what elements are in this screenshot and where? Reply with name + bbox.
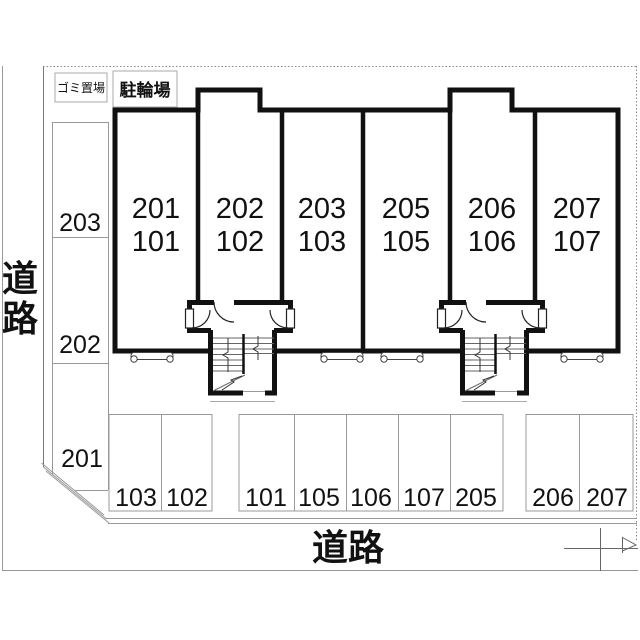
parking-space-label: 101 — [245, 484, 287, 512]
parking-space-label: 102 — [166, 484, 208, 512]
unit-label-upper: 203 — [298, 193, 346, 225]
unit-label-upper: 206 — [468, 193, 516, 225]
entrance-porch-105 — [380, 352, 424, 363]
building — [112, 87, 621, 354]
entrance-porch-107 — [560, 352, 604, 363]
parking-space-label: 205 — [455, 484, 497, 512]
entrance-porch-103 — [320, 352, 364, 363]
parking-space-label: 203 — [59, 209, 101, 237]
facility-boxes: ゴミ置場 駐輪場 — [54, 70, 178, 108]
site-boundary — [2, 66, 638, 571]
unit-label-lower: 102 — [216, 226, 264, 258]
road-label-bottom: 道路 — [312, 527, 385, 568]
corner-diagonal-2 — [43, 466, 107, 520]
parking-row-bottom-labels: 103 102 101 105 106 107 205 206 207 — [115, 484, 628, 512]
parking-space-label: 106 — [350, 484, 392, 512]
unit-labels: 201 101 202 102 203 103 205 105 206 106 … — [132, 193, 601, 258]
parking-column-left-labels: 203 202 201 — [59, 209, 103, 473]
unit-label-lower: 103 — [298, 226, 346, 258]
unit-label-lower: 107 — [553, 226, 601, 258]
unit-label-upper: 207 — [553, 193, 601, 225]
road-label-left-char2: 路 — [2, 298, 39, 339]
entrance-porch-101 — [130, 352, 174, 363]
parking-row-bottom — [108, 414, 634, 512]
unit-label-lower: 101 — [132, 226, 180, 258]
parking-space-label: 201 — [61, 445, 103, 473]
garbage-area-label: ゴミ置場 — [57, 80, 105, 95]
parking-group-left — [108, 414, 213, 512]
parking-space-label: 103 — [115, 484, 157, 512]
road-labels: 道 路 道路 — [2, 258, 385, 568]
bicycle-parking-box — [112, 70, 178, 108]
road-label-left-char1: 道 — [2, 258, 38, 299]
unit-label-upper: 202 — [216, 193, 264, 225]
parking-space-label: 202 — [59, 331, 101, 359]
unit-label-upper: 205 — [382, 193, 430, 225]
parking-space-label: 105 — [298, 484, 340, 512]
parking-group-middle — [238, 414, 504, 512]
building-outline — [112, 87, 621, 353]
unit-label-upper: 201 — [132, 193, 180, 225]
corner-diagonal-1 — [41, 462, 105, 516]
survey-marker-icon — [564, 528, 638, 571]
parking-space-label: 107 — [403, 484, 445, 512]
parking-column-left — [52, 122, 109, 491]
garbage-area-box — [54, 72, 108, 103]
parking-space-label: 207 — [586, 484, 628, 512]
corner-diagonal-3 — [45, 470, 110, 524]
parking-space-label: 206 — [532, 484, 574, 512]
unit-label-lower: 105 — [382, 226, 430, 258]
bicycle-parking-label: 駐輪場 — [120, 80, 171, 100]
unit-label-lower: 106 — [468, 226, 516, 258]
